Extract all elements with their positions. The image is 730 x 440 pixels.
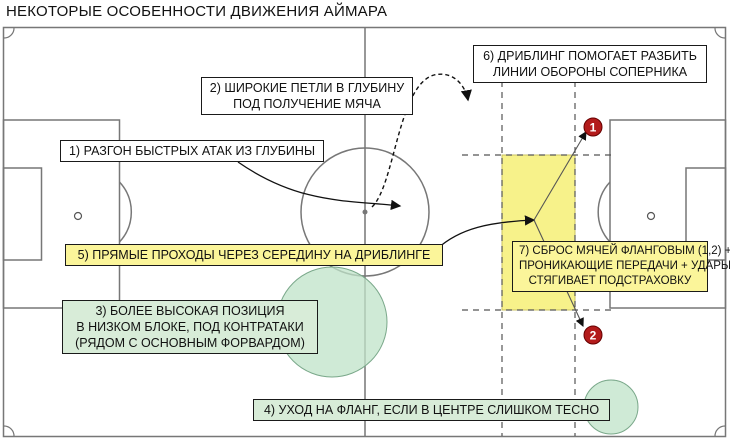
annotation-flank-move-text: 4) УХОД НА ФЛАНГ, ЕСЛИ В ЦЕНТРЕ СЛИШКОМ … [263, 403, 600, 417]
annotation-flank-passes: 7) СБРОС МЯЧЕЙ ФЛАНГОВЫМ (1,2) + ПРОНИКА… [512, 241, 730, 292]
flank-player-2-label: 2 [590, 329, 597, 343]
diagram-title: НЕКОТОРЫЕ ОСОБЕННОСТИ ДВИЖЕНИЯ АЙМАРА [6, 3, 388, 20]
flank-player-2-marker [583, 325, 603, 345]
annotation-high-position-line3: (РЯДОМ С ОСНОВНЫМ ФОРВАРДОМ) [75, 336, 305, 350]
centre-circle [300, 147, 430, 277]
annotation-fast-attacks-text: 1) РАЗГОН БЫСТРЫХ АТАК ИЗ ГЛУБИНЫ [68, 144, 316, 158]
annotation-dribbling-lines: 6) ДРИБЛИНГ ПОМОГАЕТ РАЗБИТЬ ЛИНИИ ОБОРО… [473, 45, 707, 83]
annotation-dribbling-lines-line1: 6) ДРИБЛИНГ ПОМОГАЕТ РАЗБИТЬ [483, 49, 697, 63]
right-penalty-arc [597, 181, 611, 243]
annotation-flank-passes-line1: 7) СБРОС МЯЧЕЙ ФЛАНГОВЫМ (1,2) + [519, 245, 730, 257]
annotation-high-position: 3) БОЛЕЕ ВЫСОКАЯ ПОЗИЦИЯ В НИЗКОМ БЛОКЕ,… [62, 300, 318, 354]
annotation-high-position-line2: В НИЗКОМ БЛОКЕ, ПОД КОНТРАТАКИ [76, 320, 304, 334]
left-penalty-spot [73, 211, 83, 221]
arrow-deep-loops [371, 73, 472, 208]
annotation-flank-passes-line3: СТЯГИВАЕТ ПОДСТРАХОВКУ [528, 275, 692, 287]
centre-spot [362, 209, 368, 215]
flank-player-1-marker [583, 117, 603, 137]
annotation-central-dribble-text: 5) ПРЯМЫЕ ПРОХОДЫ ЧЕРЕЗ СЕРЕДИНУ НА ДРИБ… [77, 248, 431, 262]
right-penalty-spot [646, 211, 656, 221]
flank-player-1-label: 1 [590, 121, 597, 135]
left-penalty-arc [118, 181, 133, 243]
annotation-fast-attacks: 1) РАЗГОН БЫСТРЫХ АТАК ИЗ ГЛУБИНЫ [60, 140, 324, 162]
annotation-deep-loops-line2: ПОД ПОЛУЧЕНИЕ МЯЧА [233, 97, 381, 111]
annotation-flank-passes-line2: ПРОНИКАЮЩИЕ ПЕРЕДАЧИ + УДАРЫ + [519, 260, 730, 272]
arrow-pass-flank-1 [533, 131, 587, 221]
annotation-flank-move: 4) УХОД НА ФЛАНГ, ЕСЛИ В ЦЕНТРЕ СЛИШКОМ … [253, 399, 610, 421]
annotation-high-position-line1: 3) БОЛЕЕ ВЫСОКАЯ ПОЗИЦИЯ [95, 304, 285, 318]
left-goal-box [2, 167, 43, 261]
arrow-fast-attacks [237, 161, 402, 211]
arrow-central-dribble [436, 215, 536, 250]
annotation-deep-loops: 2) ШИРОКИЕ ПЕТЛИ В ГЛУБИНУ ПОД ПОЛУЧЕНИЕ… [201, 77, 413, 115]
annotation-deep-loops-line1: 2) ШИРОКИЕ ПЕТЛИ В ГЛУБИНУ [209, 81, 405, 95]
annotation-dribbling-lines-line2: ЛИНИИ ОБОРОНЫ СОПЕРНИКА [492, 65, 688, 79]
annotation-central-dribble: 5) ПРЯМЫЕ ПРОХОДЫ ЧЕРЕЗ СЕРЕДИНУ НА ДРИБ… [65, 244, 443, 266]
